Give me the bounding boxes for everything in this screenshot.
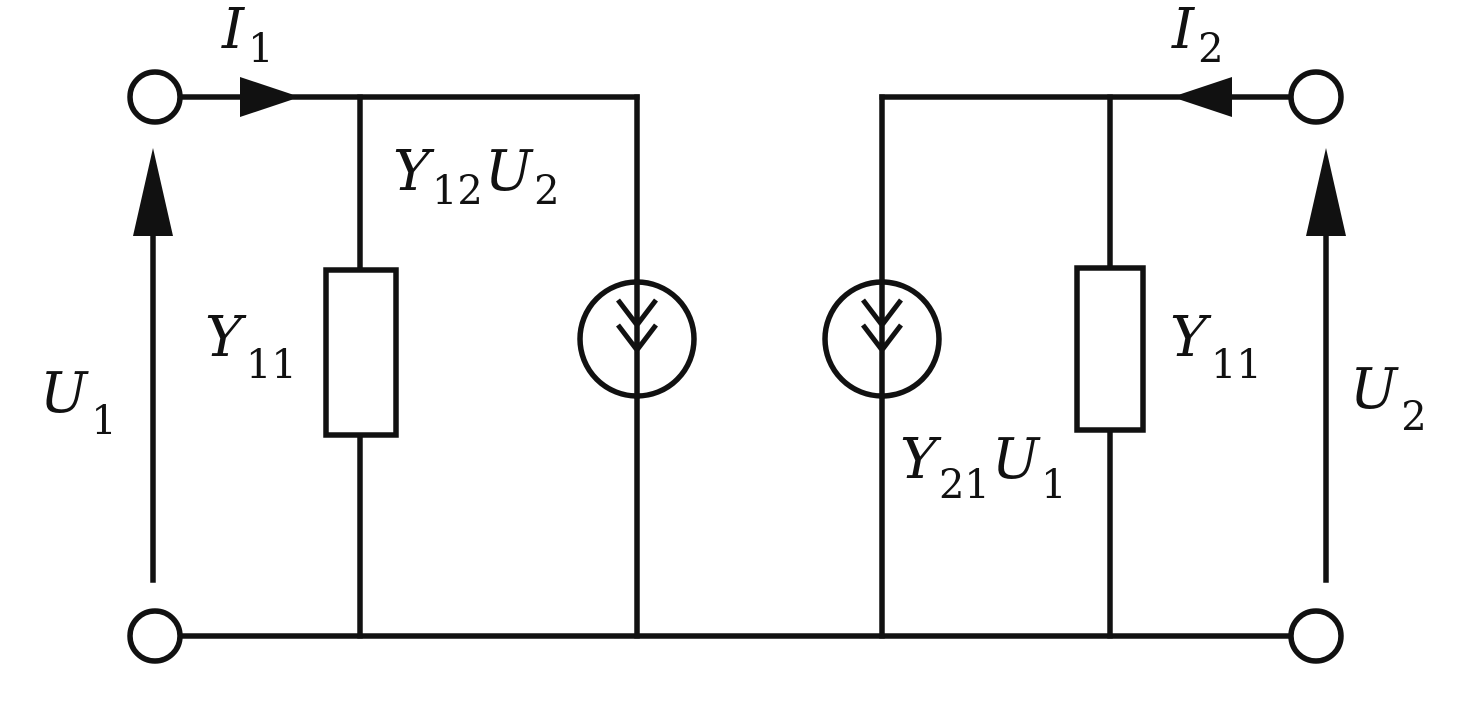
right-admittance-box <box>1074 265 1146 433</box>
i1-arrow-icon <box>240 77 300 117</box>
terminal-top-left <box>127 69 183 125</box>
terminal-bottom-right <box>1288 608 1344 664</box>
right-source-chevron-upper <box>861 298 903 330</box>
label-y12u2: Y12U2 <box>393 139 560 214</box>
left-admittance-box <box>323 267 399 438</box>
terminal-top-right <box>1288 69 1344 125</box>
u2-arrow-icon <box>1306 148 1346 236</box>
left-source-chevron-lower <box>616 323 658 355</box>
left-source-chevron-upper <box>616 298 658 330</box>
right-source-chevron-lower <box>861 323 903 355</box>
label-y21u1: Y21U1 <box>900 427 1067 508</box>
i2-arrow-icon <box>1172 77 1232 117</box>
u1-arrow-icon <box>133 148 173 236</box>
terminal-bottom-left <box>127 608 183 664</box>
